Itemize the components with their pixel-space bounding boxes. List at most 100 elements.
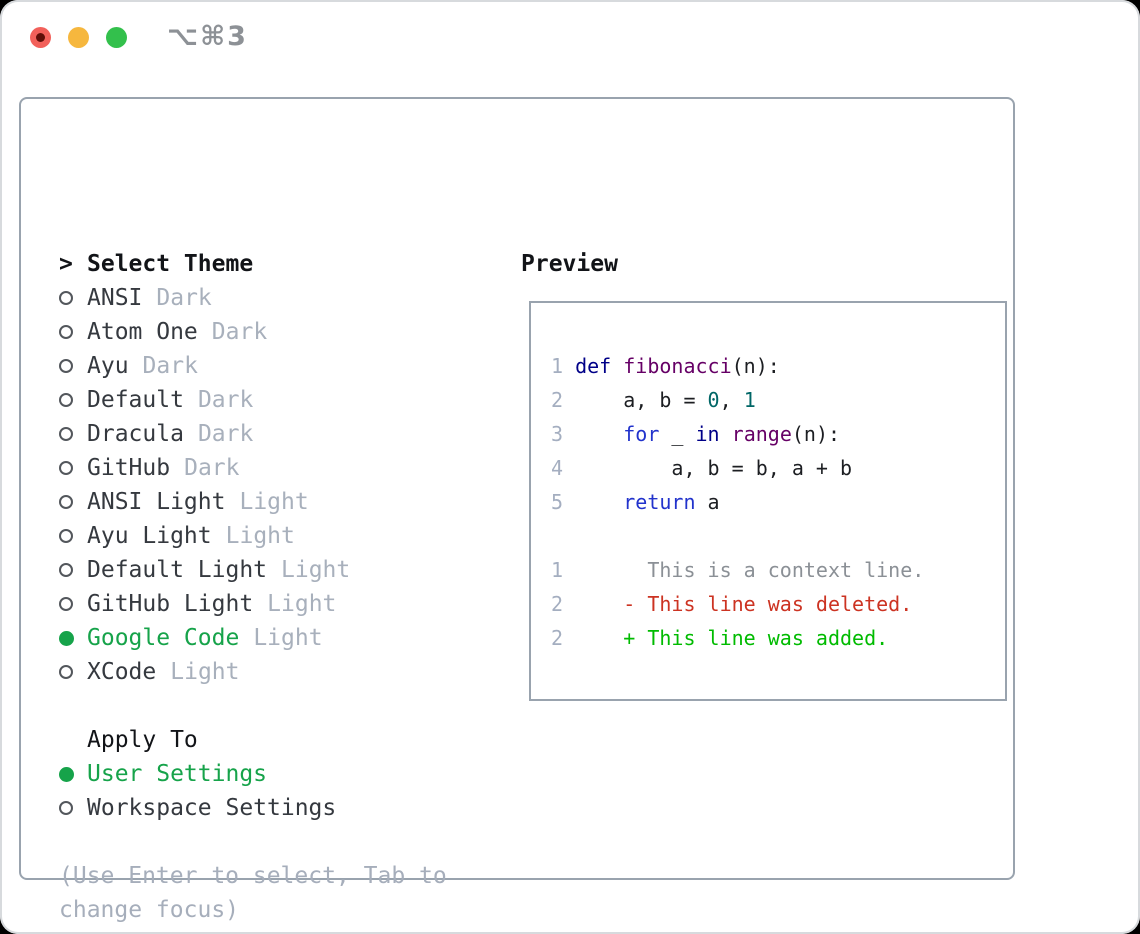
code-token: a: [695, 490, 720, 514]
code-line: 1 This is a context line.: [551, 553, 924, 587]
code-token: ,: [719, 388, 744, 412]
code-token: def: [575, 354, 612, 378]
option-label: User Settings: [87, 761, 268, 787]
variant-label: Light: [281, 557, 351, 583]
option-label: Atom One: [87, 319, 198, 345]
select-theme-header: > Select Theme: [59, 247, 447, 281]
option-label: ANSI Light: [87, 489, 226, 515]
code-line: [551, 519, 924, 553]
cursor-prompt-icon: >: [59, 251, 73, 277]
option-label: Google Code: [87, 625, 240, 651]
code-line: 4 a, b = b, a + b: [551, 451, 924, 485]
option-label: Default Light: [87, 557, 268, 583]
preview-box: [529, 301, 1007, 701]
zoom-button[interactable]: [106, 27, 127, 48]
option-label: XCode: [87, 659, 157, 685]
traffic-light-buttons: [30, 27, 127, 48]
variant-label: Dark: [197, 421, 254, 447]
code-token: [720, 422, 732, 446]
radio-cell: [59, 766, 87, 782]
radio-icon: [59, 597, 73, 611]
code-line: 5 return a: [551, 485, 924, 519]
theme-option-atom-one[interactable]: Atom One Dark: [59, 315, 447, 349]
radio-cell: [59, 291, 87, 305]
code-line: 2 a, b = 0, 1: [551, 383, 924, 417]
radio-icon: [59, 427, 73, 441]
code-token: - This line was deleted.: [575, 592, 913, 616]
code-line: 2 - This line was deleted.: [551, 587, 924, 621]
radio-cell: [59, 495, 87, 509]
line-number: 2: [551, 388, 576, 412]
code-line: 3 for _ in range(n):: [551, 417, 924, 451]
line-number: 1: [551, 354, 576, 378]
radio-icon: [59, 665, 73, 679]
radio-icon: [59, 461, 73, 475]
variant-label: Light: [253, 625, 323, 651]
variant-label: Dark: [197, 387, 254, 413]
radio-icon: [59, 359, 73, 373]
code-token: [575, 490, 623, 514]
theme-option-dracula[interactable]: Dracula Dark: [59, 417, 447, 451]
apply-option-user-settings[interactable]: User Settings: [59, 757, 447, 791]
option-label: Workspace Settings: [87, 795, 337, 821]
code-token: for: [623, 422, 660, 446]
code-line: 1 def fibonacci(n):: [551, 349, 924, 383]
option-label: Ayu: [87, 353, 129, 379]
option-label: Dracula: [87, 421, 184, 447]
theme-option-default[interactable]: Default Dark: [59, 383, 447, 417]
radio-icon: [59, 325, 73, 339]
line-number: 2: [551, 592, 576, 616]
line-number: 5: [551, 490, 576, 514]
code-token: 1: [743, 388, 756, 412]
theme-option-google-code[interactable]: Google Code Light: [59, 621, 447, 655]
code-token: (n):: [731, 354, 780, 378]
line-number: 2: [551, 626, 576, 650]
radio-icon: [59, 291, 73, 305]
spacer: [59, 825, 447, 859]
radio-selected-icon: [59, 766, 74, 782]
preview-title: Preview: [521, 251, 618, 277]
apply-to-header: Apply To: [59, 723, 447, 757]
radio-cell: [59, 563, 87, 577]
line-number: 3: [551, 422, 576, 446]
radio-cell: [59, 427, 87, 441]
radio-icon: [59, 801, 73, 815]
code-token: This is a context line.: [575, 558, 925, 582]
variant-label: Dark: [211, 319, 268, 345]
theme-option-default-light[interactable]: Default Light Light: [59, 553, 447, 587]
modified-dot-icon: [36, 33, 45, 42]
option-label: Ayu Light: [87, 523, 212, 549]
variant-label: Dark: [184, 455, 240, 481]
radio-icon: [59, 529, 73, 543]
code-token: fibonacci: [623, 354, 732, 378]
radio-cell: [59, 393, 87, 407]
variant-label: Dark: [156, 285, 212, 311]
code-token: range: [731, 422, 792, 446]
option-label: Default: [87, 387, 184, 413]
radio-cell: [59, 801, 87, 815]
minimize-button[interactable]: [68, 27, 89, 48]
radio-cell: [59, 325, 87, 339]
code-line: 2 + This line was added.: [551, 621, 924, 655]
radio-cell: [59, 461, 87, 475]
radio-icon: [59, 393, 73, 407]
radio-cell: [59, 630, 87, 646]
code-token: [575, 422, 623, 446]
apply-option-workspace-settings[interactable]: Workspace Settings: [59, 791, 447, 825]
close-button[interactable]: [30, 27, 51, 48]
line-number: 4: [551, 456, 576, 480]
apply-to-title: Apply To: [87, 727, 198, 753]
radio-selected-icon: [59, 630, 74, 646]
code-token: in: [695, 422, 720, 446]
